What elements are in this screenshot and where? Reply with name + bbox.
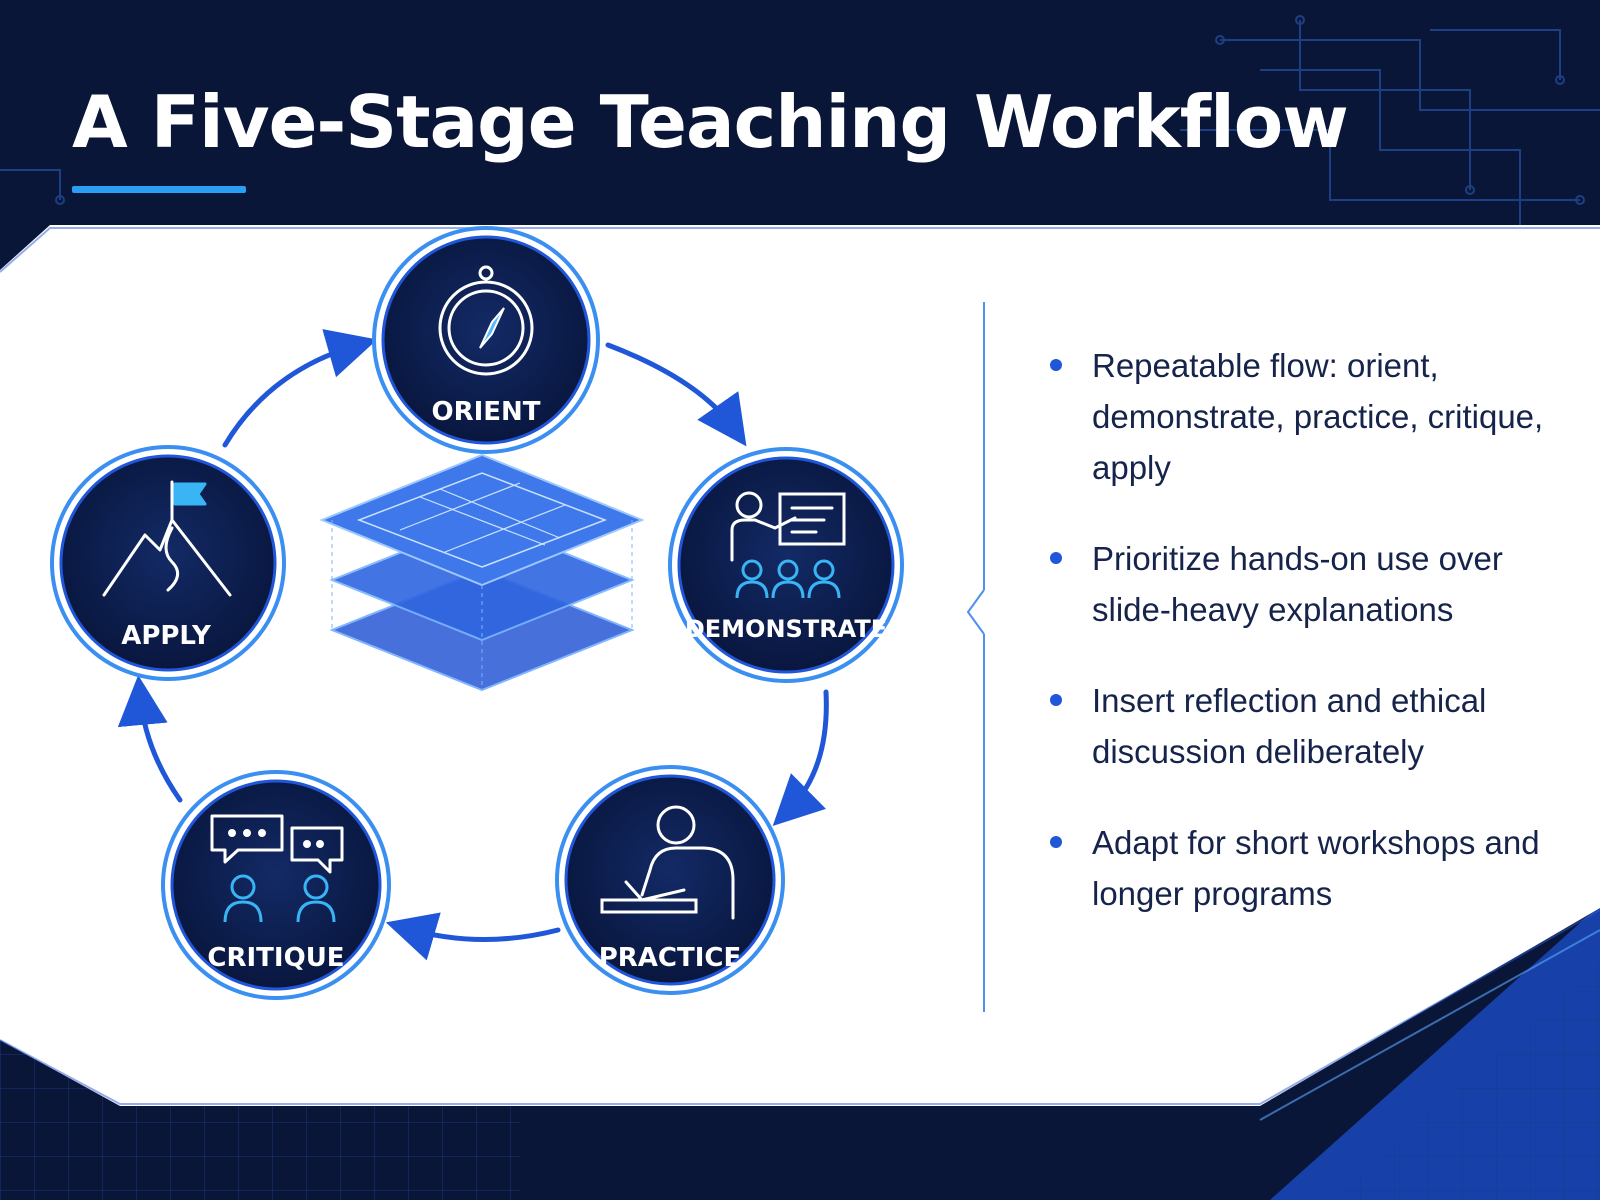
bullet-dot (1050, 694, 1062, 706)
circuit-decoration (0, 15, 1600, 245)
arrow-apply-to-orient (222, 329, 378, 448)
bullet-text: Repeatable flow: orient, demonstrate, pr… (1092, 347, 1544, 486)
bullet-dot (1050, 552, 1062, 564)
arrow-orient-to-demonstrate (605, 342, 747, 447)
audience-icon (735, 559, 841, 599)
discussion-icon (210, 814, 344, 874)
stage-node-demonstrate[interactable]: DEMONSTRATE (668, 447, 904, 683)
arrow-critique-to-apply (117, 675, 183, 803)
bullet-item: Insert reflection and ethical discussion… (1040, 675, 1560, 777)
stage-node-orient[interactable]: ORIENT (372, 226, 600, 454)
bullet-list: Repeatable flow: orient, demonstrate, pr… (1040, 340, 1560, 959)
stage-label-demonstrate: DEMONSTRATE (685, 615, 887, 643)
arrow-practice-to-critique (385, 912, 561, 961)
stage-label-practice: PRACTICE (599, 943, 742, 973)
writing-person-icon (600, 805, 735, 920)
bullet-text: Adapt for short workshops and longer pro… (1092, 824, 1540, 912)
stage-label-apply: APPLY (121, 621, 212, 651)
stacked-layers-icon (319, 453, 645, 692)
mountain-flag-icon (102, 480, 232, 597)
bullet-item: Adapt for short workshops and longer pro… (1040, 817, 1560, 919)
stage-node-critique[interactable]: CRITIQUE (161, 770, 391, 1000)
bullet-dot (1050, 359, 1062, 371)
compass-icon (438, 265, 534, 376)
stage-label-orient: ORIENT (431, 397, 540, 427)
bullet-item: Repeatable flow: orient, demonstrate, pr… (1040, 340, 1560, 493)
arrow-demonstrate-to-practice (772, 689, 829, 826)
bullet-item: Prioritize hands-on use over slide-heavy… (1040, 533, 1560, 635)
stage-label-critique: CRITIQUE (207, 943, 344, 973)
title-underline (72, 186, 246, 193)
stage-node-practice[interactable]: PRACTICE (555, 765, 785, 995)
cycle-arrows (117, 329, 829, 961)
page-title: A Five-Stage Teaching Workflow (72, 80, 1349, 164)
bullet-dot (1050, 836, 1062, 848)
bullet-text: Prioritize hands-on use over slide-heavy… (1092, 540, 1503, 628)
divider-line (966, 302, 985, 1012)
people-icon (223, 874, 336, 923)
presenter-icon (730, 491, 846, 562)
stage-node-apply[interactable]: APPLY (50, 445, 286, 681)
bullet-text: Insert reflection and ethical discussion… (1092, 682, 1487, 770)
